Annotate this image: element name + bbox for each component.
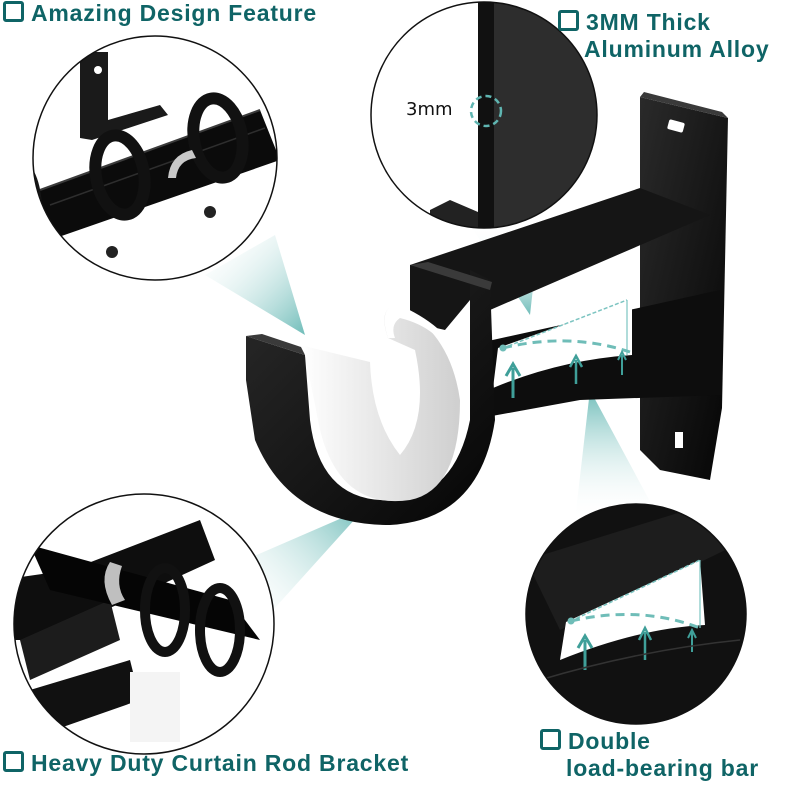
checkbox-icon bbox=[558, 10, 579, 31]
callout-line1: 3MM Thick bbox=[586, 9, 711, 35]
beam-bottom-right bbox=[575, 390, 660, 520]
checkbox-icon bbox=[3, 751, 24, 772]
thickness-highlight-ring bbox=[469, 94, 503, 128]
callout-line2: Aluminum Alloy bbox=[584, 36, 770, 62]
callout-thickness: 3MM Thick Aluminum Alloy bbox=[558, 9, 769, 63]
detail-circle-heavy-duty bbox=[14, 494, 274, 754]
callout-heavy-duty: Heavy Duty Curtain Rod Bracket bbox=[3, 750, 409, 777]
callout-load-bearing: Double load-bearing bar bbox=[540, 728, 759, 782]
beam-top-left bbox=[205, 235, 305, 335]
callout-amazing-design: Amazing Design Feature bbox=[3, 0, 317, 27]
callout-line2: load-bearing bar bbox=[566, 755, 759, 781]
bracket-main bbox=[246, 92, 728, 525]
detail-circle-load-bearing bbox=[526, 504, 746, 724]
checkbox-icon bbox=[3, 1, 24, 22]
callout-line1: Double bbox=[568, 728, 651, 754]
checkbox-icon bbox=[540, 729, 561, 750]
detail-circle-design bbox=[33, 36, 277, 280]
thickness-measurement-label: 3mm bbox=[406, 99, 453, 120]
beam-bottom-left bbox=[245, 508, 365, 630]
callout-text: Amazing Design Feature bbox=[31, 0, 317, 26]
callout-text: Heavy Duty Curtain Rod Bracket bbox=[31, 750, 410, 776]
